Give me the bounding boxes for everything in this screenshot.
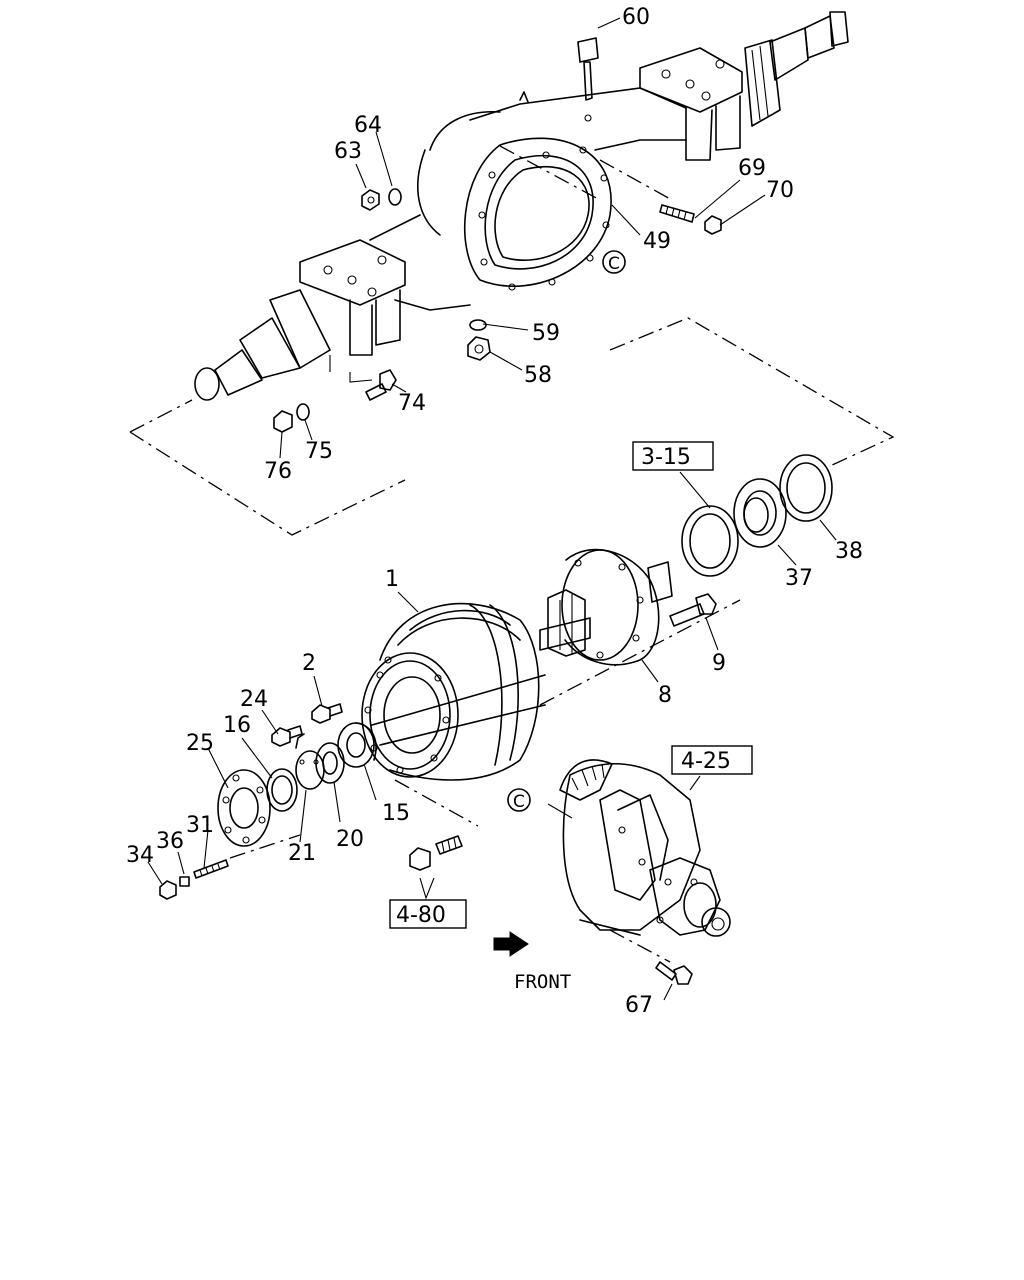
nut-76: [273, 410, 293, 433]
cover-25: [217, 769, 271, 847]
label-49: 49: [643, 229, 671, 254]
box-4-25: [671, 745, 753, 775]
axle-housing: [129, 11, 895, 536]
label-74: 74: [398, 391, 426, 416]
reference-c-bottom: [507, 788, 531, 812]
label-34: 34: [126, 843, 154, 868]
label-64: 64: [354, 113, 382, 138]
label-59: 59: [532, 321, 560, 346]
stud-31: [193, 859, 229, 879]
label-60: 60: [622, 5, 650, 30]
plug-58: [467, 336, 491, 361]
washer-75: [296, 403, 310, 421]
label-70: 70: [766, 178, 794, 203]
box-3-15: [632, 441, 714, 471]
bolt-2: [311, 703, 343, 724]
label-69: 69: [738, 156, 766, 181]
nut-70: [704, 215, 722, 235]
label-38: 38: [835, 539, 863, 564]
bearing-15: [337, 722, 377, 768]
reference-c-top: [602, 250, 626, 274]
label-1: 1: [385, 567, 399, 592]
label-8: 8: [658, 683, 672, 708]
box-4-80: [389, 899, 467, 929]
bearing-cup-38: [779, 454, 833, 522]
label-37: 37: [785, 566, 813, 591]
bolt-9: [669, 593, 717, 627]
washer-59: [469, 319, 487, 331]
label-20: 20: [336, 827, 364, 852]
bolt-67: [655, 961, 693, 985]
nut-34: [159, 880, 177, 900]
label-58: 58: [524, 363, 552, 388]
label-16: 16: [223, 713, 251, 738]
label-63: 63: [334, 139, 362, 164]
cup-20: [315, 742, 345, 784]
label-67: 67: [625, 993, 653, 1018]
label-front: FRONT: [514, 971, 571, 993]
label-2: 2: [302, 651, 316, 676]
label-3-15: 3-15: [641, 445, 691, 470]
stud-69: [659, 204, 695, 223]
label-76: 76: [264, 459, 292, 484]
breather-60: [577, 37, 599, 122]
bolt-4-80: [409, 835, 463, 871]
bolt-74: [365, 369, 397, 401]
differential-case-1: [361, 602, 546, 781]
label-31: 31: [186, 813, 214, 838]
label-c-top: C: [608, 254, 620, 274]
label-25: 25: [186, 731, 214, 756]
leader-lines: [147, 17, 837, 1001]
seal-16: [266, 768, 298, 812]
washer-64: [388, 188, 402, 206]
label-15: 15: [382, 801, 410, 826]
shim-21: [295, 750, 325, 790]
lockwasher-36: [179, 876, 190, 887]
differential-case-half-8: [539, 548, 673, 666]
label-36: 36: [156, 829, 184, 854]
carrier-assembly-4-25: [559, 759, 731, 937]
label-75: 75: [305, 439, 333, 464]
front-arrow-icon: [493, 931, 529, 957]
bearing-37: [733, 478, 787, 548]
label-c-bottom: C: [513, 792, 525, 812]
part-labels: 60 64 63 69 70 49 59 58 74 75 76 3-15 38…: [126, 5, 863, 1018]
bolt-24: [271, 725, 303, 747]
label-24: 24: [240, 687, 268, 712]
label-9: 9: [712, 651, 726, 676]
label-4-25: 4-25: [681, 749, 731, 774]
label-21: 21: [288, 841, 316, 866]
nut-63: [361, 189, 380, 211]
label-4-80: 4-80: [396, 903, 446, 928]
shim-3-15: [681, 505, 739, 577]
